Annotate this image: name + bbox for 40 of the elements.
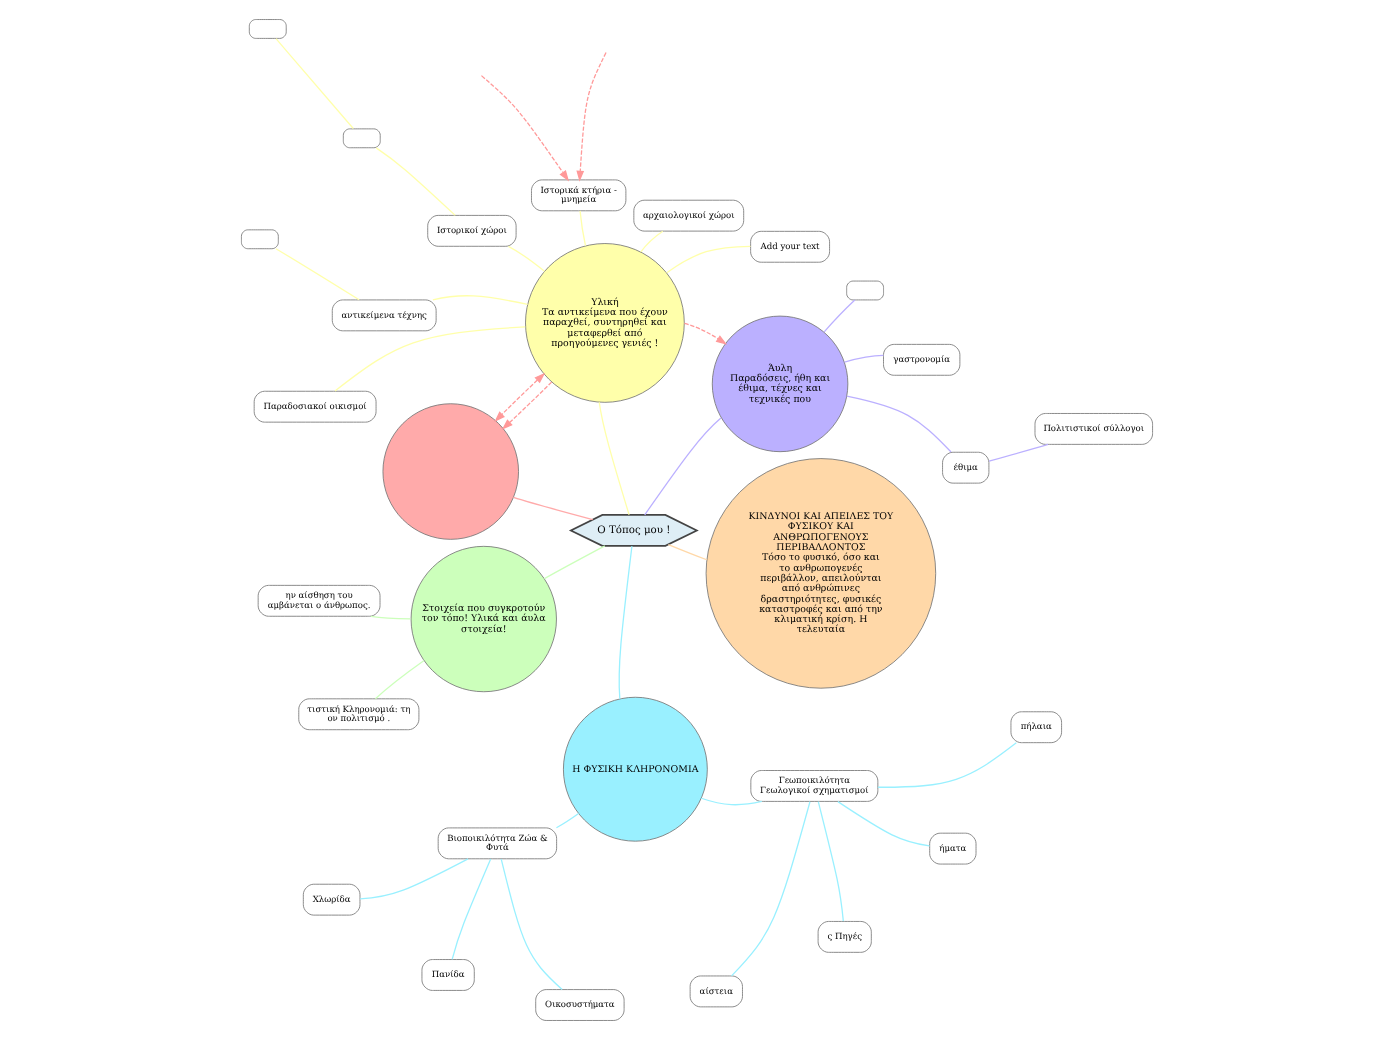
connector (843, 354, 885, 363)
connector (334, 326, 526, 392)
connector (730, 801, 811, 977)
node-box (846, 280, 884, 301)
node-box (248, 19, 287, 39)
node-box (241, 229, 279, 250)
connector (817, 800, 844, 922)
connector (451, 858, 492, 960)
connector (370, 615, 412, 620)
connector (507, 245, 546, 272)
connector (618, 545, 633, 700)
connector (432, 295, 529, 306)
connector (512, 496, 594, 521)
connector (275, 38, 354, 130)
arrow (494, 372, 546, 422)
connector (579, 210, 587, 247)
connector (640, 230, 664, 253)
connector (988, 443, 1049, 462)
arrow (501, 381, 553, 430)
connector (823, 299, 856, 333)
connector (644, 417, 722, 516)
connector (666, 245, 752, 274)
connector (543, 545, 606, 580)
connector (837, 801, 931, 847)
arrow (576, 51, 607, 182)
node-circle (382, 403, 519, 540)
connector (700, 797, 763, 806)
connector (877, 742, 1017, 788)
arrow (683, 322, 728, 345)
connector (500, 858, 563, 991)
node-box (342, 128, 381, 149)
connector (374, 660, 425, 700)
connector (598, 401, 630, 516)
connector (375, 147, 456, 216)
connector (359, 858, 469, 900)
connector (667, 543, 708, 561)
connector (555, 812, 580, 829)
connector (275, 248, 360, 301)
arrow (480, 75, 570, 182)
connector (846, 395, 952, 453)
